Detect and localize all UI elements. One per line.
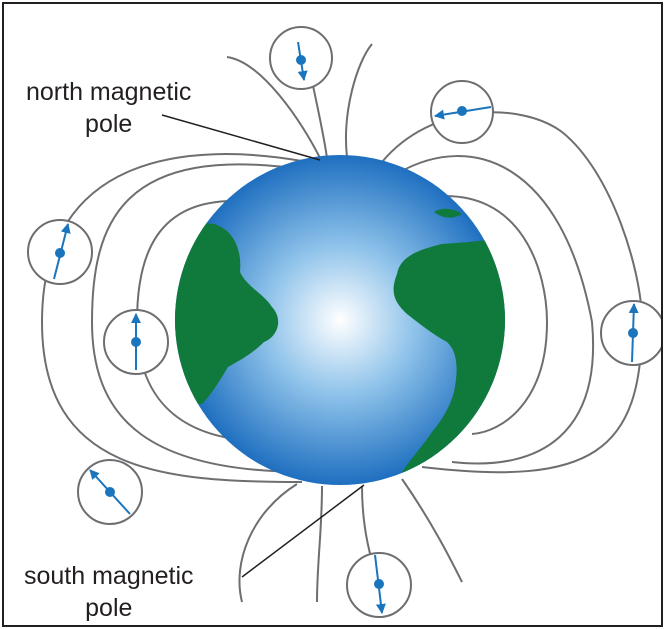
compass-bottom-left [77,459,143,525]
compass-top [269,26,333,90]
ocean [175,155,505,485]
compass-left-outer [27,219,93,285]
south-label-line-2: pole [85,594,133,622]
south-pole-leader-line [241,484,365,578]
island-northeast [434,208,462,218]
compass-top-right [430,80,494,144]
south-magnetic-pole-label: south magnetic pole [24,560,194,624]
compass-left-inner [103,309,169,375]
north-label-line-2: pole [85,110,133,138]
north-magnetic-pole-label: north magnetic pole [26,76,191,140]
compass-bottom [346,552,412,618]
magnetic-field-diagram [27,26,661,618]
compass-right [600,300,661,366]
north-label-line-1: north magnetic [26,78,192,106]
north-pole-leader-line [161,114,321,161]
south-label-line-1: south magnetic [24,562,194,590]
